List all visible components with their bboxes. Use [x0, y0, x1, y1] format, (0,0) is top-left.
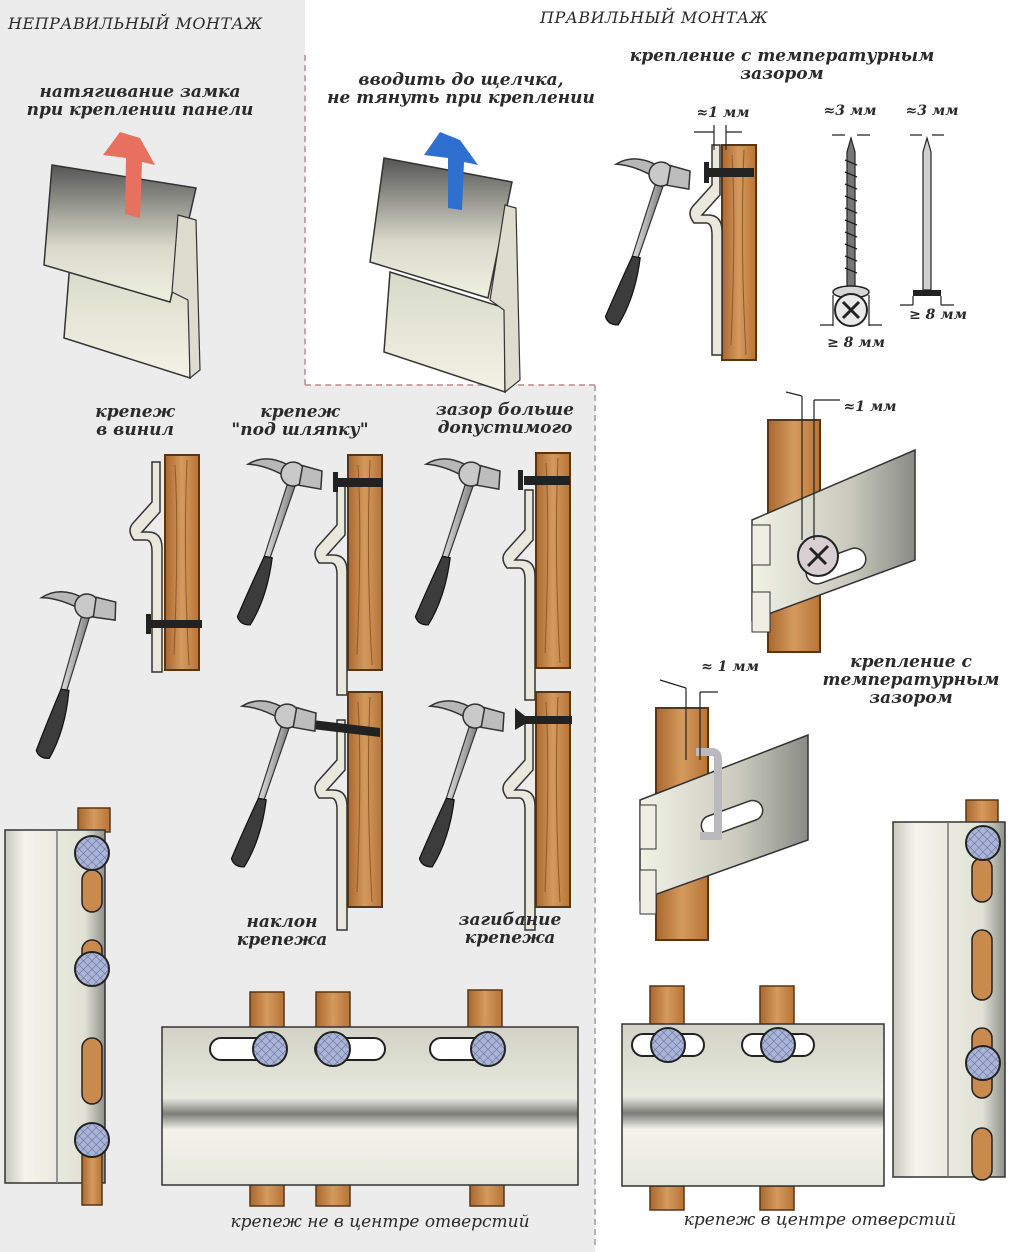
dim-gap-hammer: ≈1 мм	[696, 105, 750, 121]
dim-screw-shank: ≈3 мм	[823, 103, 877, 119]
red-pull-arrow-icon	[103, 132, 155, 218]
wrong-installation-heading: НЕПРАВИЛЬНЫЙ МОНТАЖ	[8, 14, 263, 33]
divider-dashed	[304, 55, 306, 385]
caption-tilt: наклон крепежа	[236, 912, 328, 950]
hammer-thermal-gap-illustration	[587, 125, 757, 361]
caption-snap-in: вводить до щелчка, не тянуть при креплен…	[327, 70, 595, 108]
blue-snap-arrow-icon	[424, 132, 478, 210]
caption-bend: загибание крепежа	[458, 910, 562, 948]
dim-nail-shank: ≈3 мм	[905, 103, 959, 119]
nail-slot-thermal-gap-illustration	[639, 679, 809, 941]
fastener-under-head-illustration	[219, 453, 383, 696]
horizontal-strip-centered-illustration	[621, 985, 885, 1211]
bent-fastener-illustration	[401, 691, 572, 931]
caption-under-head: крепеж "под шляпку"	[231, 402, 369, 440]
vertical-strip-centered-illustration	[892, 799, 1006, 1181]
caption-lock-pull: натягивание замка при креплении панели	[26, 82, 254, 120]
caption-centered: крепеж в центре отверстий	[683, 1210, 957, 1230]
dim-gap-screw: ≈1 мм	[843, 399, 897, 415]
gap-too-big-illustration	[397, 452, 571, 701]
right-installation-heading: ПРАВИЛЬНЫЙ МОНТАЖ	[540, 8, 769, 27]
caption-into-vinyl: крепеж в винил	[95, 402, 175, 440]
fastener-into-vinyl-illustration	[18, 454, 202, 766]
caption-thermal-gap-top: крепление с температурным зазором	[629, 46, 935, 84]
nail-illustration	[900, 134, 954, 306]
panel-snap-right-illustration	[369, 132, 521, 394]
vertical-strip-off-center-illustration	[4, 807, 111, 1206]
dim-screw-head: ≥ 8 мм	[827, 335, 885, 351]
screw-slot-thermal-gap-illustration	[751, 391, 916, 653]
dim-gap-nail: ≈ 1 мм	[701, 659, 759, 675]
dim-nail-head: ≥ 8 мм	[909, 307, 967, 323]
divider-dashed	[305, 384, 595, 386]
caption-thermal-gap-side: крепление с температурным зазором	[822, 652, 1000, 708]
tilted-fastener-illustration	[213, 691, 383, 931]
screw-illustration	[820, 134, 882, 327]
panel-pull-wrong-illustration	[43, 132, 201, 380]
divider-dashed	[594, 385, 596, 1245]
horizontal-strip-off-center-illustration	[161, 989, 579, 1207]
caption-off-center: крепеж не в центре отверстий	[230, 1212, 530, 1232]
caption-gap-too-big: зазор больше допустимого	[436, 400, 574, 438]
